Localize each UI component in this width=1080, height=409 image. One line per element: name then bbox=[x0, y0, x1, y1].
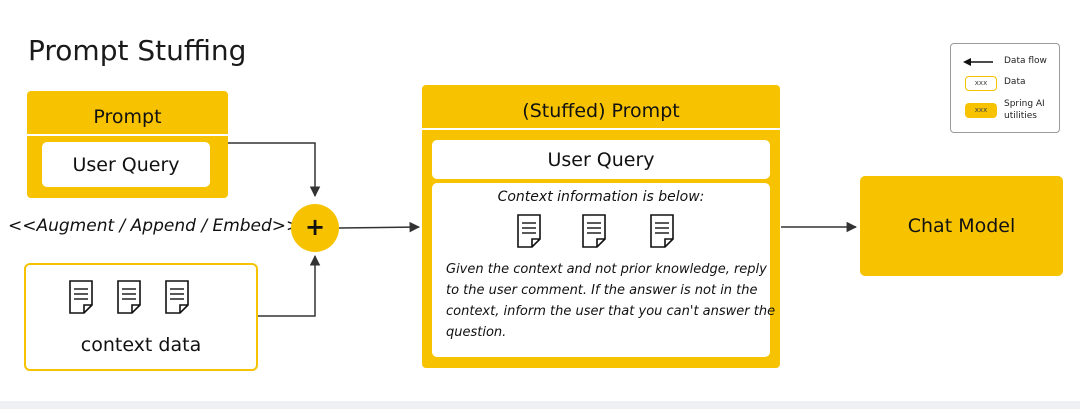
prompt-box: Prompt User Query bbox=[27, 91, 228, 198]
context-data-box: context data bbox=[24, 263, 258, 371]
instruction-line: question. bbox=[446, 325, 507, 340]
plus-symbol: + bbox=[304, 213, 326, 241]
stuffed-user-query-label: User Query bbox=[547, 149, 655, 171]
augment-label: <<Augment / Append / Embed>> bbox=[8, 216, 301, 236]
legend: Data flow xxx Data xxx Spring AI utiliti… bbox=[950, 43, 1060, 133]
arrow-icon bbox=[963, 58, 993, 66]
legend-data: Data bbox=[1004, 77, 1026, 87]
plus-icon: + bbox=[291, 204, 339, 252]
instruction-line: context, inform the user that you can't … bbox=[446, 304, 776, 319]
legend-data-flow: Data flow bbox=[1004, 56, 1047, 66]
arrow-plus-to-stuffed bbox=[338, 221, 421, 233]
document-icon bbox=[517, 214, 541, 248]
page-title: Prompt Stuffing bbox=[28, 34, 247, 67]
stuffed-prompt-box: (Stuffed) Prompt User Query Context info… bbox=[422, 85, 780, 368]
stuffed-prompt-header: (Stuffed) Prompt bbox=[522, 100, 680, 122]
document-icon bbox=[69, 280, 93, 314]
legend-utilities-line: Spring AI bbox=[1004, 99, 1045, 109]
context-data-label: context data bbox=[80, 334, 202, 356]
arrow-context-to-plus bbox=[258, 254, 321, 317]
prompt-user-query-label: User Query bbox=[72, 154, 180, 176]
chat-model-label: Chat Model bbox=[907, 215, 1016, 237]
chat-model-box: Chat Model bbox=[860, 176, 1063, 276]
document-icon bbox=[650, 214, 674, 248]
instruction-line: Given the context and not prior knowledg… bbox=[446, 262, 767, 277]
legend-utilities-chip: xxx bbox=[965, 103, 997, 118]
context-info-panel: Context information is below: Given the … bbox=[432, 183, 776, 357]
context-heading: Context information is below: bbox=[497, 189, 705, 205]
bottom-strip bbox=[0, 401, 1080, 409]
prompt-user-query: User Query bbox=[42, 142, 210, 187]
prompt-box-divider bbox=[27, 134, 228, 136]
legend-utilities-line: utilities bbox=[1004, 111, 1037, 121]
legend-utilities: Spring AI utilities bbox=[1004, 98, 1045, 122]
context-instruction: Given the context and not prior knowledg… bbox=[446, 259, 776, 343]
arrow-prompt-to-plus bbox=[228, 142, 321, 198]
prompt-box-header: Prompt bbox=[93, 106, 162, 128]
stuffed-prompt-divider bbox=[422, 128, 780, 130]
stuffed-user-query: User Query bbox=[432, 140, 770, 179]
document-icon bbox=[165, 280, 189, 314]
document-icon bbox=[117, 280, 141, 314]
document-icon bbox=[582, 214, 606, 248]
instruction-line: to the user comment. If the answer is no… bbox=[446, 283, 758, 298]
legend-data-chip: xxx bbox=[965, 76, 997, 91]
